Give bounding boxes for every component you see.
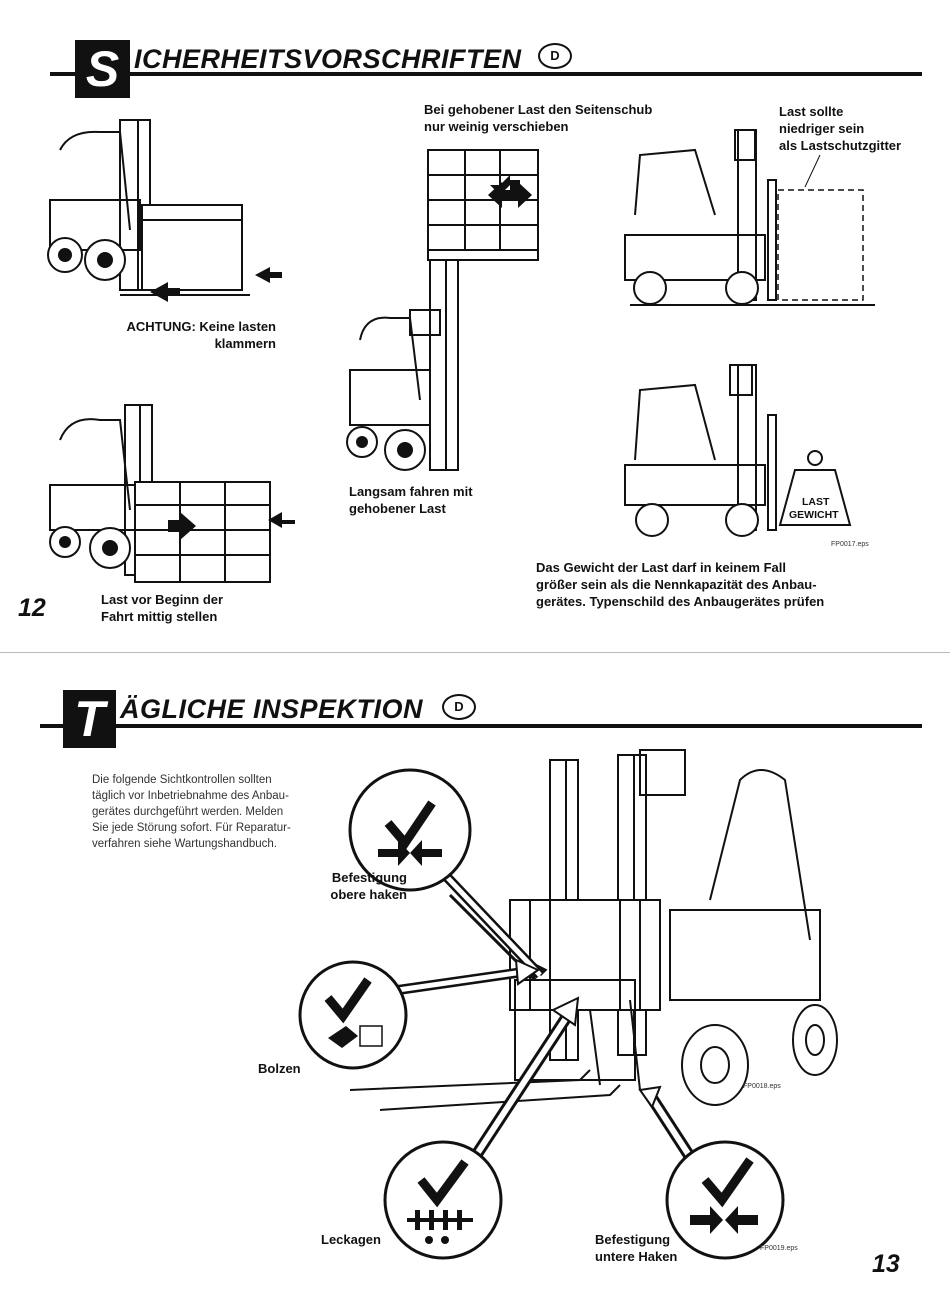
caption-weight: Das Gewicht der Last darf in keinem Fall… <box>536 560 825 609</box>
weight-label-gewicht: GEWICHT <box>789 509 839 521</box>
callout-lower-hooks <box>638 1085 785 1260</box>
file-tag-fp0017: FP0017.eps <box>831 541 869 548</box>
caption-side-shift: Bei gehobener Last den Seitenschub nur w… <box>424 102 653 134</box>
page-number-13: 13 <box>872 1250 900 1278</box>
callout-upper-hooks <box>348 768 548 982</box>
section-initial-s: S <box>75 40 130 98</box>
forklift-guard-illustration <box>624 129 875 306</box>
section-title-inspection: ÄGLICHE INSPEKTION <box>120 694 424 724</box>
forklift-center-illustration <box>49 404 295 583</box>
label-upper-hooks: Befestigung obere haken <box>330 870 407 902</box>
caption-achtung: ACHTUNG: Keine lasten klammern <box>126 319 276 351</box>
section-title-safety: ICHERHEITSVORSCHRIFTEN <box>134 44 522 74</box>
weight-label-last: LAST <box>802 496 830 508</box>
forklift-clamp-illustration <box>47 119 282 302</box>
caption-center-load: Last vor Beginn der Fahrt mittig stellen <box>101 592 224 624</box>
forklift-front-illustration <box>349 749 838 1111</box>
label-lower-hooks: Befestigung untere Haken <box>595 1232 678 1264</box>
file-tag-fp0019: FP0019.eps <box>760 1245 798 1252</box>
file-tag-fp0018: FP0018.eps <box>743 1083 781 1090</box>
header-rule-top <box>50 72 922 76</box>
callout-leaks <box>383 996 580 1260</box>
section-initial-t: T <box>63 690 116 748</box>
header-rule-bottom <box>40 724 922 728</box>
forklift-weight-illustration <box>624 364 852 537</box>
label-bolts: Bolzen <box>258 1061 301 1076</box>
page-divider <box>0 652 950 653</box>
language-badge-d: D <box>538 43 572 69</box>
caption-load-lower: Last sollte niedriger sein als Lastschut… <box>779 104 902 153</box>
language-badge-d-bottom: D <box>442 694 476 720</box>
callout-bolts <box>298 958 541 1070</box>
page-number-12: 12 <box>18 594 46 622</box>
caption-drive-slow: Langsam fahren mit gehobener Last <box>349 484 473 516</box>
inspection-intro: Die folgende Sichtkontrollen sollten täg… <box>92 774 291 850</box>
label-leaks: Leckagen <box>321 1232 381 1247</box>
forklift-lifted-illustration <box>346 149 539 471</box>
